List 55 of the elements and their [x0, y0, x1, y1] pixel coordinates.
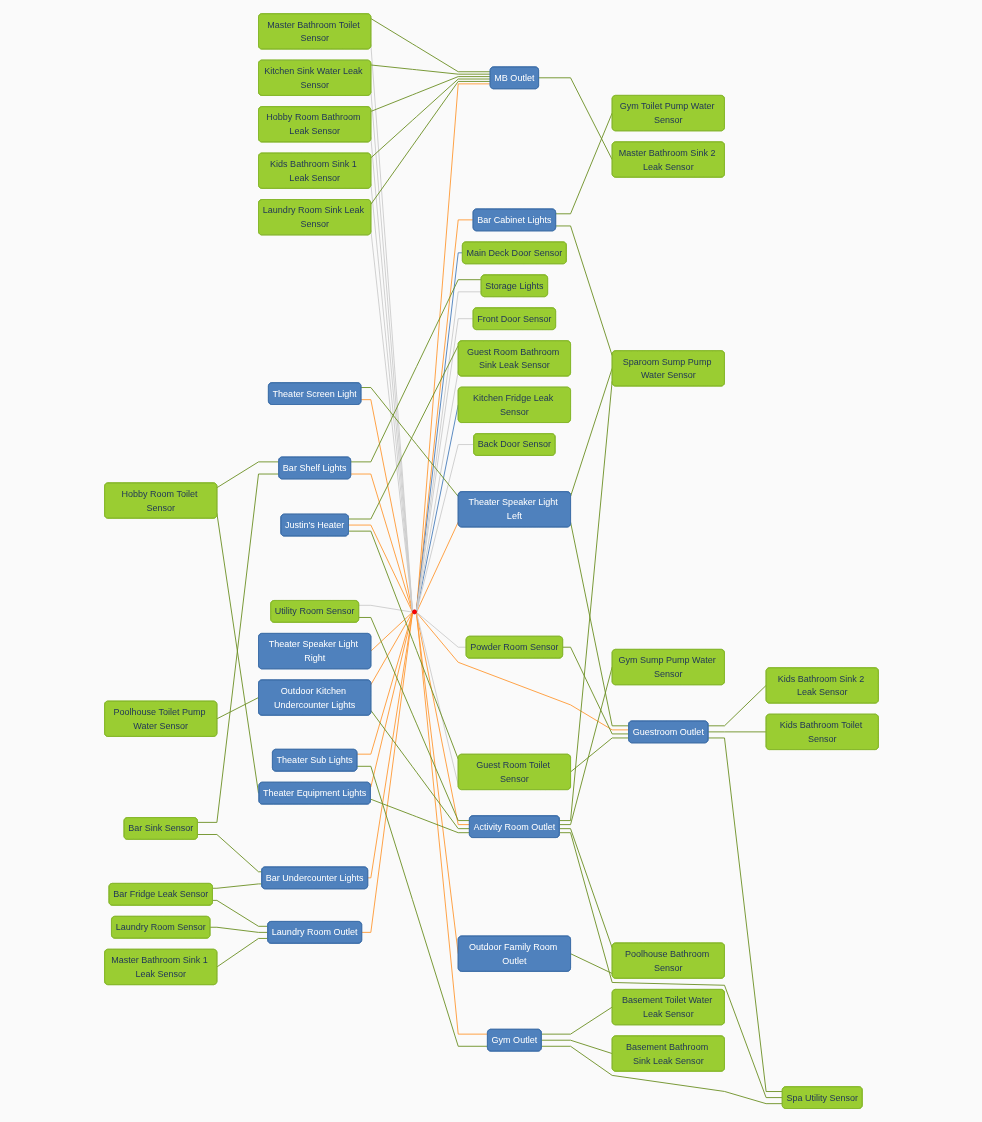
- connector: [369, 76, 491, 112]
- connector: [369, 78, 491, 159]
- node-circle: [411, 609, 417, 615]
- connector: [415, 611, 467, 648]
- connector: [415, 612, 629, 731]
- connector: [196, 834, 262, 873]
- connector: [540, 1006, 613, 1035]
- connector: [369, 81, 491, 205]
- connector: [707, 737, 783, 1092]
- connector: [707, 731, 767, 733]
- connector: [347, 524, 413, 613]
- connector: [366, 612, 413, 879]
- connector: [369, 709, 470, 830]
- connector: [540, 1039, 613, 1054]
- connector: [215, 938, 268, 968]
- connector: [356, 612, 413, 755]
- connector: [415, 83, 491, 612]
- connector: [415, 291, 482, 612]
- connector: [707, 684, 767, 727]
- connector: [369, 18, 491, 73]
- connector: [558, 832, 783, 1099]
- connector: [211, 899, 268, 927]
- connector: [415, 444, 474, 613]
- connector: [569, 953, 613, 974]
- connector: [369, 64, 491, 75]
- connector: [347, 530, 459, 760]
- connector: [561, 646, 629, 735]
- connector: [360, 612, 413, 933]
- connector: [215, 697, 259, 720]
- connector: [415, 612, 488, 1035]
- connector: [369, 611, 413, 652]
- connector: [554, 225, 613, 356]
- connector: [357, 604, 413, 613]
- connector: [349, 279, 482, 463]
- connector: [415, 521, 459, 613]
- connector: [415, 318, 474, 612]
- connector: [215, 461, 279, 489]
- connector: [196, 473, 279, 823]
- connector: [369, 612, 413, 788]
- connector: [540, 1045, 783, 1105]
- connector: [558, 828, 613, 949]
- connector: [415, 219, 474, 612]
- connector: [569, 521, 629, 727]
- connector: [211, 883, 262, 889]
- connector: [349, 473, 413, 613]
- connector: [369, 798, 470, 834]
- connector: [209, 926, 268, 933]
- connector: [369, 612, 413, 686]
- connector: [360, 399, 413, 613]
- connector: [360, 387, 459, 497]
- connector: [569, 737, 629, 773]
- connector: [415, 612, 470, 826]
- connector: [357, 617, 470, 821]
- connector: [415, 252, 463, 612]
- connector: [356, 765, 488, 1047]
